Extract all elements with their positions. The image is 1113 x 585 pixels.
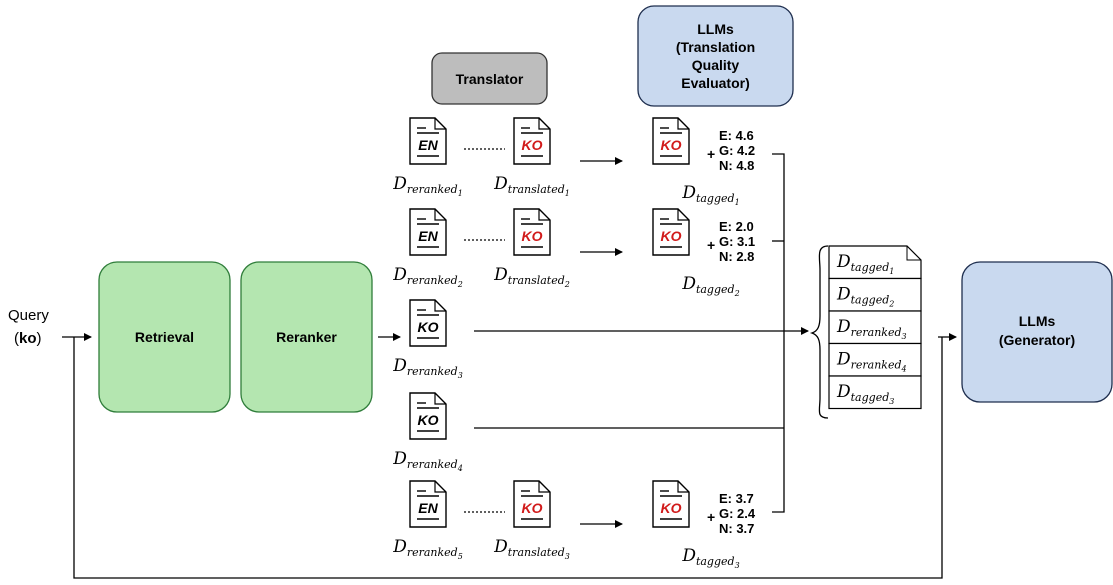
document-lang-label: KO [418,319,439,335]
source-document-label: Dreranked3 [392,356,463,380]
document-lang-label: KO [418,412,439,428]
document-lang-label: KO [661,228,682,244]
context-stack-item-2: Dtagged2 [828,277,922,312]
source-document-label: Dreranked4 [392,449,463,473]
source-document-4: KO [409,392,447,440]
plus-sign: + [707,509,715,525]
source-document-label: Dreranked1 [392,174,463,198]
generator-box: LLMs (Generator) [961,261,1113,403]
translated-document: KO [513,480,551,528]
context-stack-label: Dtagged1 [836,252,894,276]
tagged-document: KO [652,117,690,165]
source-document-label: Dreranked2 [392,265,463,289]
generator-line-1: LLMs [1019,313,1056,329]
stack-curly-brace [809,245,829,419]
document-lang-label: KO [661,500,682,516]
translated-document: KO [513,208,551,256]
plus-sign: + [707,237,715,253]
document-lang-label: EN [418,500,438,516]
tagged-document-label: Dtagged1 [681,183,739,207]
quality-score: N: 4.8 [719,158,754,173]
quality-score: E: 3.7 [719,491,754,506]
source-document-3: KO [409,299,447,347]
context-stack-label: Dtagged3 [836,382,894,406]
query-label: Query [8,307,49,324]
document-lang-label: KO [522,137,543,153]
source-document-5: EN [409,480,447,528]
document-row-3: KO Dreranked3 [392,299,463,380]
translated-document-label: Dtranslated1 [493,174,570,198]
context-stack: Dtagged1Dtagged2Dreranked3Dreranked4Dtag… [828,245,922,410]
document-lang-label: KO [661,137,682,153]
context-stack-label: Dreranked3 [836,317,907,341]
tagged-document: KO [652,208,690,256]
quality-score: N: 2.8 [719,249,754,264]
evaluator-line-3: Quality [692,57,740,73]
feedback-loop-line [73,337,943,579]
query-lang: (ko) [14,330,42,347]
tagged-document-label: Dtagged3 [681,546,739,570]
merge-lines [474,153,809,513]
document-lang-label: KO [522,228,543,244]
quality-score: G: 4.2 [719,143,755,158]
plus-sign: + [707,146,715,162]
quality-score: E: 4.6 [719,128,754,143]
context-stack-label: Dtagged2 [836,285,894,309]
source-document-1: EN [409,117,447,165]
tagged-document: KO [652,480,690,528]
documents-layer: ENDreranked1KODtranslated1KODtagged1+E: … [392,117,756,570]
quality-score: G: 3.1 [719,234,755,249]
context-stack-item-1: Dtagged1 [828,245,922,280]
context-stack-item-4: Dreranked4 [828,342,922,377]
document-row-1: EN Dreranked1 KO Dtranslated1 KO Dtagged1 + E: … [392,117,755,207]
evaluator-line-4: Evaluator) [681,75,749,91]
document-row-4: KO Dreranked4 [392,392,463,473]
context-stack-item-5: Dtagged3 [828,375,922,410]
generator-line-2: (Generator) [999,332,1075,348]
reranker-box: Reranker [240,261,373,413]
retrieval-box: Retrieval [98,261,231,413]
source-document-2: EN [409,208,447,256]
evaluator-line-1: LLMs [697,21,734,37]
evaluator-box: LLMs (Translation Quality Evaluator) [637,5,794,107]
context-stack-item-3: Dreranked3 [828,310,922,345]
quality-score: G: 2.4 [719,506,756,521]
tagged-merge-bracket [772,153,785,513]
translator-box: Translator [431,52,548,105]
document-row-2: EN Dreranked2 KO Dtranslated2 KO Dtagged2 + E: … [392,208,755,298]
translated-document-label: Dtranslated3 [493,537,570,561]
document-row-5: EN Dreranked5 KO Dtranslated3 KO Dtagged3 + E: … [392,480,756,570]
translator-label: Translator [456,71,524,87]
retrieval-label: Retrieval [135,329,194,345]
quality-score: E: 2.0 [719,219,754,234]
reranker-label: Reranker [276,329,337,345]
quality-score: N: 3.7 [719,521,754,536]
evaluator-line-2: (Translation [676,39,755,55]
context-stack-label: Dreranked4 [836,350,907,374]
document-lang-label: EN [418,137,438,153]
document-lang-label: EN [418,228,438,244]
document-lang-label: KO [522,500,543,516]
translated-document-label: Dtranslated2 [493,265,570,289]
translated-document: KO [513,117,551,165]
tagged-document-label: Dtagged2 [681,274,739,298]
source-document-label: Dreranked5 [392,537,463,561]
